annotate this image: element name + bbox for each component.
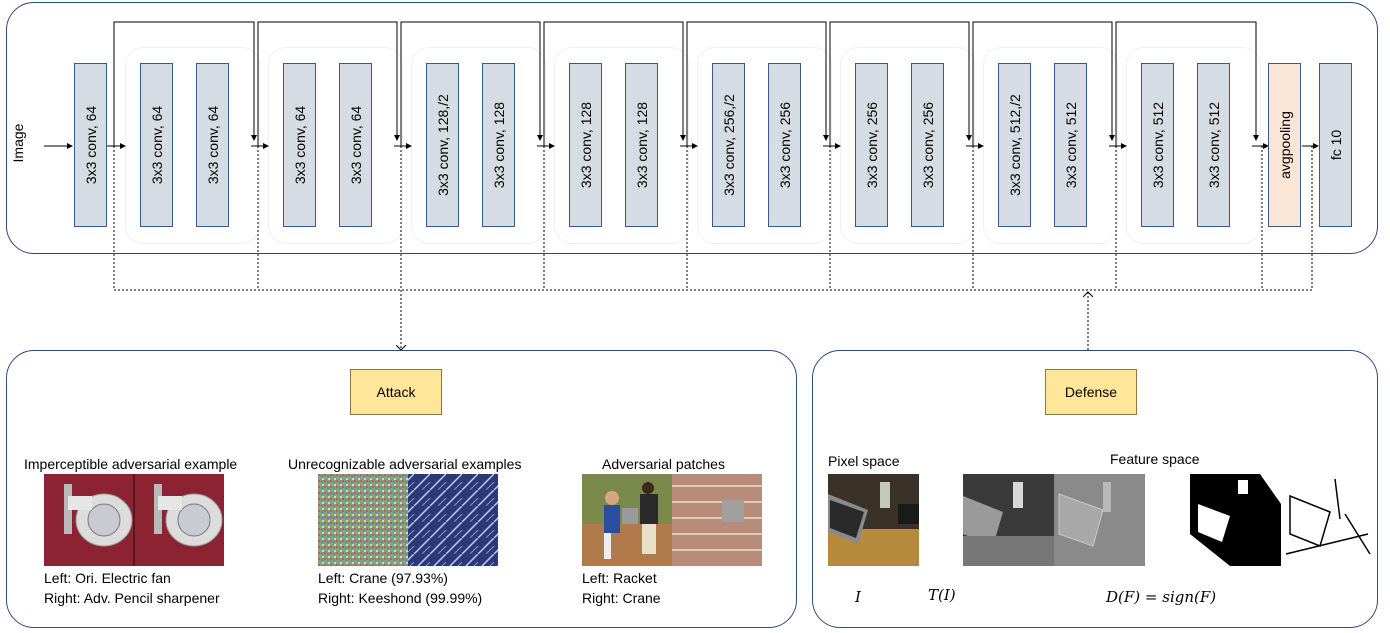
- conv-layer: 3x3 conv, 256: [768, 63, 801, 227]
- layer-label: 3x3 conv, 64: [347, 105, 364, 185]
- desk-photo: [828, 474, 919, 566]
- noise-images: [318, 474, 498, 566]
- conv-layer: 3x3 conv, 128,/2: [426, 63, 459, 227]
- example-caption-left: Left: Crane (97.93%): [318, 570, 448, 586]
- conv-layer: 3x3 conv, 256: [855, 63, 888, 227]
- example-caption-left: Left: Racket: [582, 570, 657, 586]
- conv-layer: 3x3 conv, 128: [482, 63, 515, 227]
- input-image-label: Image: [10, 123, 26, 163]
- unrecognizable-example-images: [318, 474, 498, 566]
- layer-label: 3x3 conv, 512: [1205, 101, 1222, 189]
- layer-label: 3x3 conv, 512: [1062, 101, 1079, 189]
- layer-label: 3x3 conv, 64: [82, 105, 99, 185]
- example-caption-left: Left: Ori. Electric fan: [44, 570, 171, 586]
- layer-label: 3x3 conv, 256: [776, 101, 793, 189]
- example-caption-right: Right: Keeshond (99.99%): [318, 590, 483, 606]
- feature-space-label: Feature space: [1110, 451, 1200, 467]
- grayscale-features: [963, 474, 1145, 566]
- example-caption-right: Right: Crane: [582, 590, 661, 606]
- conv-layer: 3x3 conv, 64: [196, 63, 229, 227]
- layer-label: 3x3 conv, 128: [633, 101, 650, 189]
- layer-label: 3x3 conv, 512: [1149, 101, 1166, 189]
- conv-layer: 3x3 conv, 128: [569, 63, 602, 227]
- conv-layer: 3x3 conv, 512,/2: [998, 63, 1031, 227]
- fc-layer: fc 10: [1319, 63, 1352, 227]
- layer-label: 3x3 conv, 128: [577, 101, 594, 189]
- layer-label: 3x3 conv, 256: [863, 101, 880, 189]
- feature-grayscale-images: [963, 474, 1145, 566]
- input-symbol: I: [855, 588, 861, 606]
- stem-conv-layer: 3x3 conv, 64: [74, 63, 107, 227]
- defense-formula: D(F) = sign(F): [1106, 588, 1217, 606]
- feature-binary-images: [1190, 474, 1372, 566]
- conv-layer: 3x3 conv, 256,/2: [712, 63, 745, 227]
- layer-label: avgpooling: [1276, 111, 1293, 179]
- layer-label: 3x3 conv, 512,/2: [1006, 94, 1023, 196]
- layer-label: 3x3 conv, 128,/2: [434, 94, 451, 196]
- layer-label: 3x3 conv, 64: [204, 105, 221, 185]
- conv-layer: 3x3 conv, 256: [911, 63, 944, 227]
- conv-layer: 3x3 conv, 512: [1054, 63, 1087, 227]
- pixel-space-image: [828, 474, 919, 566]
- example-title: Adversarial patches: [602, 456, 725, 472]
- lamp-image: [44, 474, 224, 566]
- layer-label: fc 10: [1327, 129, 1344, 161]
- patch-example-images: [582, 474, 762, 566]
- sign-features: [1190, 474, 1372, 566]
- avgpool-layer: avgpooling: [1268, 63, 1301, 227]
- example-caption-right: Right: Adv. Pencil sharpener: [44, 590, 220, 606]
- pixel-space-label: Pixel space: [828, 453, 900, 469]
- imperceptible-example-images: [44, 474, 224, 566]
- conv-layer: 3x3 conv, 512: [1197, 63, 1230, 227]
- layer-label: 3x3 conv, 256,/2: [720, 94, 737, 196]
- layer-label: 3x3 conv, 64: [291, 105, 308, 185]
- conv-layer: 3x3 conv, 64: [283, 63, 316, 227]
- conv-layer: 3x3 conv, 128: [625, 63, 658, 227]
- conv-layer: 3x3 conv, 64: [339, 63, 372, 227]
- example-title: Imperceptible adversarial example: [24, 456, 238, 472]
- layer-label: 3x3 conv, 64: [148, 105, 165, 185]
- example-title: Unrecognizable adversarial examples: [288, 456, 522, 472]
- attack-tag: Attack: [350, 369, 442, 415]
- conv-layer: 3x3 conv, 64: [140, 63, 173, 227]
- layer-label: 3x3 conv, 256: [919, 101, 936, 189]
- baseball-image: [582, 474, 762, 566]
- defense-tag: Defense: [1045, 369, 1137, 415]
- layer-label: 3x3 conv, 128: [490, 101, 507, 189]
- transform-formula: T(I): [928, 586, 956, 604]
- conv-layer: 3x3 conv, 512: [1141, 63, 1174, 227]
